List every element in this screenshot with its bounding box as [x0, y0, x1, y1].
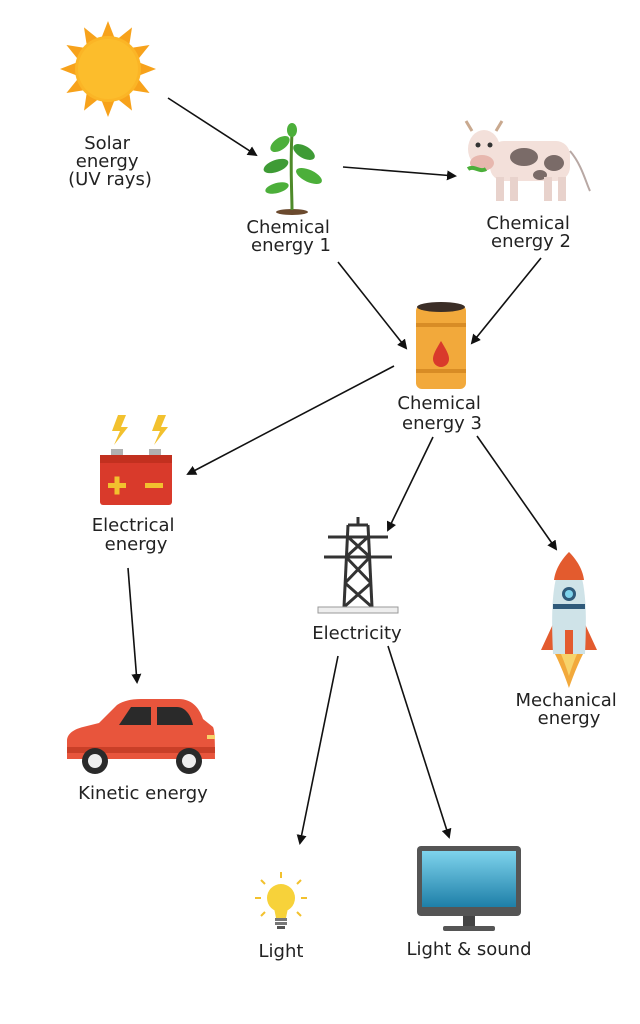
arrow-chemical-3-to-electrical	[186, 365, 395, 475]
electrical-energy-label: Electrical energy	[92, 515, 180, 555]
arrow-chemical-2-to-chemical-3	[470, 257, 542, 345]
arrow-chemical-3-to-electricity	[386, 436, 434, 532]
solar-label: Solar energy (UV rays)	[68, 133, 152, 190]
chemical-energy-1-label: Chemical energy 1	[246, 217, 335, 256]
car-icon	[67, 699, 215, 774]
monitor-icon	[417, 846, 521, 931]
arrow-electricity-to-light	[296, 655, 339, 845]
arrow-chemical-1-to-chemical-2	[342, 166, 457, 181]
kinetic-energy-label: Kinetic energy	[78, 783, 208, 804]
battery-icon	[100, 415, 172, 505]
labels: Solar energy (UV rays) Chemical energy 1…	[68, 133, 622, 962]
plant-icon	[263, 123, 322, 215]
arrow-solar-to-chemical-1	[167, 97, 258, 157]
arrow-chemical-3-to-mechanical	[476, 435, 558, 551]
arrow-chemical-1-to-chemical-3	[337, 261, 408, 350]
cow-icon	[464, 120, 591, 201]
chemical-energy-3-label: Chemical energy 3	[397, 393, 486, 434]
arrow-electrical-to-kinetic	[127, 567, 142, 684]
chemical-energy-2-label: Chemical energy 2	[486, 213, 575, 252]
electricity-label: Electricity	[312, 623, 402, 644]
light-label: Light	[259, 941, 304, 962]
sun-icon	[60, 21, 156, 117]
arrow-electricity-to-light-and-sound	[387, 645, 452, 839]
arrows	[127, 97, 558, 845]
light-and-sound-label: Light & sound	[406, 939, 531, 960]
oil-barrel-icon	[416, 302, 466, 389]
mechanical-energy-label: Mechanical energy	[515, 690, 622, 729]
light-bulb-icon	[255, 872, 307, 929]
power-tower-icon	[317, 517, 399, 614]
rocket-icon	[541, 552, 597, 688]
